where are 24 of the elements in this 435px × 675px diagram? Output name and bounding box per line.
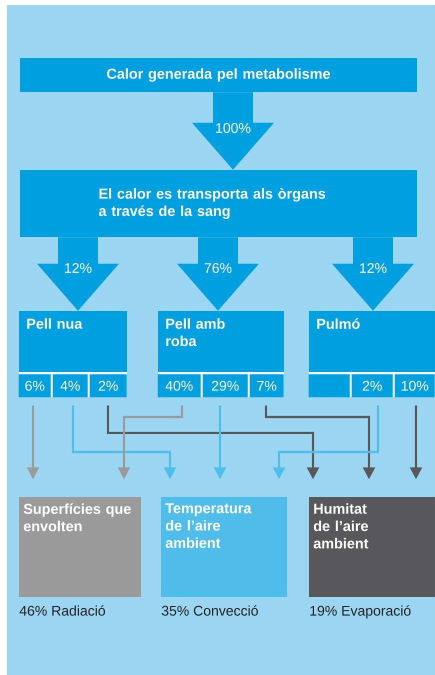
node-label: 19% Evaporació bbox=[310, 605, 411, 618]
percent-cell: 6% bbox=[18, 374, 51, 398]
node-label: 35% Convecció bbox=[162, 605, 258, 616]
process-box: Calor generada pel metabolisme bbox=[20, 58, 418, 92]
percent-cell: 7% bbox=[250, 374, 284, 398]
percent-cell: 2% bbox=[90, 374, 127, 398]
block-arrow bbox=[177, 237, 259, 311]
result-box: Superfícies que envolten bbox=[19, 497, 141, 597]
result-box: Temperatura de l’aire ambient bbox=[161, 497, 287, 597]
block-arrow bbox=[332, 237, 414, 311]
block-arrow bbox=[192, 92, 274, 170]
percent-cell: 4% bbox=[52, 374, 88, 398]
node-label: 46% Radiació bbox=[20, 605, 106, 616]
result-box: Humitat de l’aire ambient bbox=[309, 497, 435, 597]
edge-label: 100% bbox=[216, 123, 250, 133]
block-arrow bbox=[37, 237, 119, 311]
process-box: El calor es transporta als òrgans a través de la sang bbox=[20, 170, 418, 237]
edge-label: 12% bbox=[65, 263, 92, 273]
percent-cell: 29% bbox=[202, 374, 248, 398]
edge-label: 12% bbox=[360, 263, 386, 273]
percent-cell: 10% bbox=[394, 374, 435, 398]
percent-cell: 2% bbox=[352, 374, 393, 398]
edge-label: 76% bbox=[204, 263, 232, 273]
percent-cell: 40% bbox=[158, 374, 201, 398]
